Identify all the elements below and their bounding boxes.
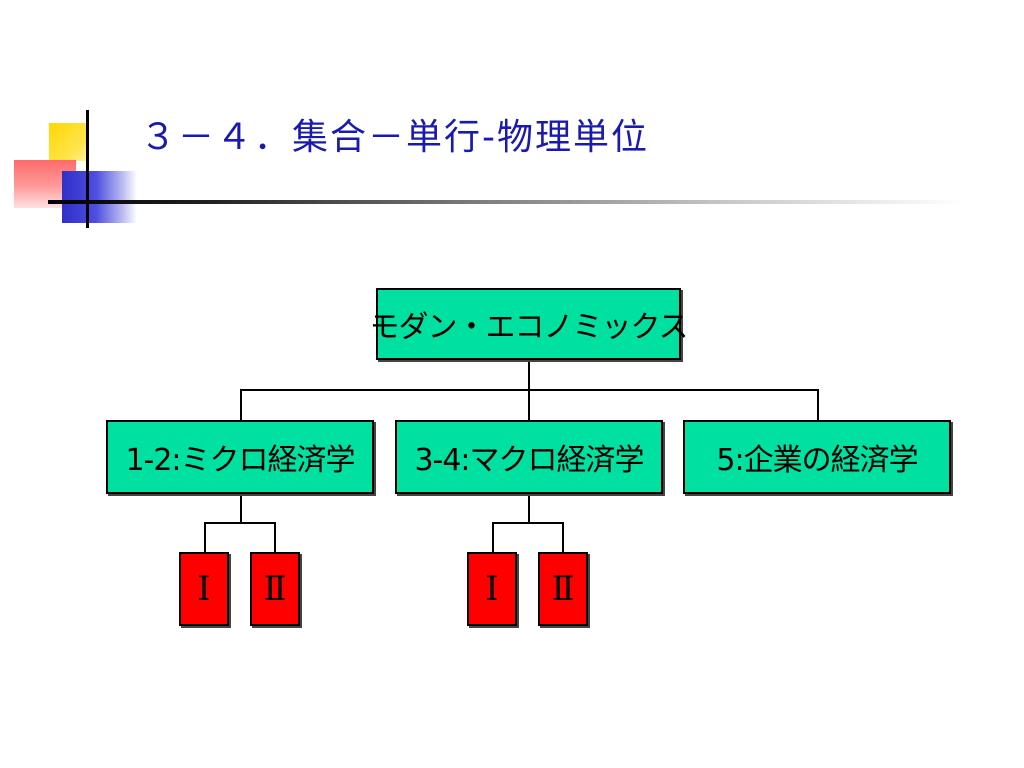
connector-micro-down [240,493,242,523]
leaf-label: Ⅰ [197,569,211,609]
connector-branch-2 [528,389,530,421]
node-macro-economics: 3-4:マクロ経済学 [395,420,663,494]
connector-micro-bar [204,522,276,524]
node-label: 3-4:マクロ経済学 [414,443,644,478]
leaf-label: Ⅰ [485,569,499,609]
decor-vertical-line [86,110,89,228]
leaf-macro-2: Ⅱ [538,552,588,626]
node-firm-economics: 5:企業の経済学 [683,420,951,494]
leaf-label: Ⅱ [263,569,287,609]
node-label: モダン・エコノミックス [369,310,688,345]
connector-branch-1 [240,389,242,421]
connector-branch-3 [817,389,819,421]
connector-macro-down [528,493,530,523]
connector-macro-bar [492,522,564,524]
decor-blue-square [62,171,137,223]
leaf-label: Ⅱ [551,569,575,609]
title-underline [48,200,963,204]
connector-root-down [528,358,530,390]
node-micro-economics: 1-2:ミクロ経済学 [106,420,374,494]
slide-title: ３－４．集合－単行-物理単位 [140,117,649,158]
connector-micro-leaf-2 [274,522,276,553]
connector-macro-leaf-1 [492,522,494,553]
connector-micro-leaf-1 [204,522,206,553]
connector-macro-leaf-2 [562,522,564,553]
leaf-macro-1: Ⅰ [467,552,517,626]
node-label: 1-2:ミクロ経済学 [125,443,355,478]
leaf-micro-2: Ⅱ [250,552,300,626]
decor-yellow-square [49,123,88,161]
leaf-micro-1: Ⅰ [179,552,229,626]
node-modern-economics: モダン・エコノミックス [369,288,689,360]
node-label: 5:企業の経済学 [716,443,918,478]
